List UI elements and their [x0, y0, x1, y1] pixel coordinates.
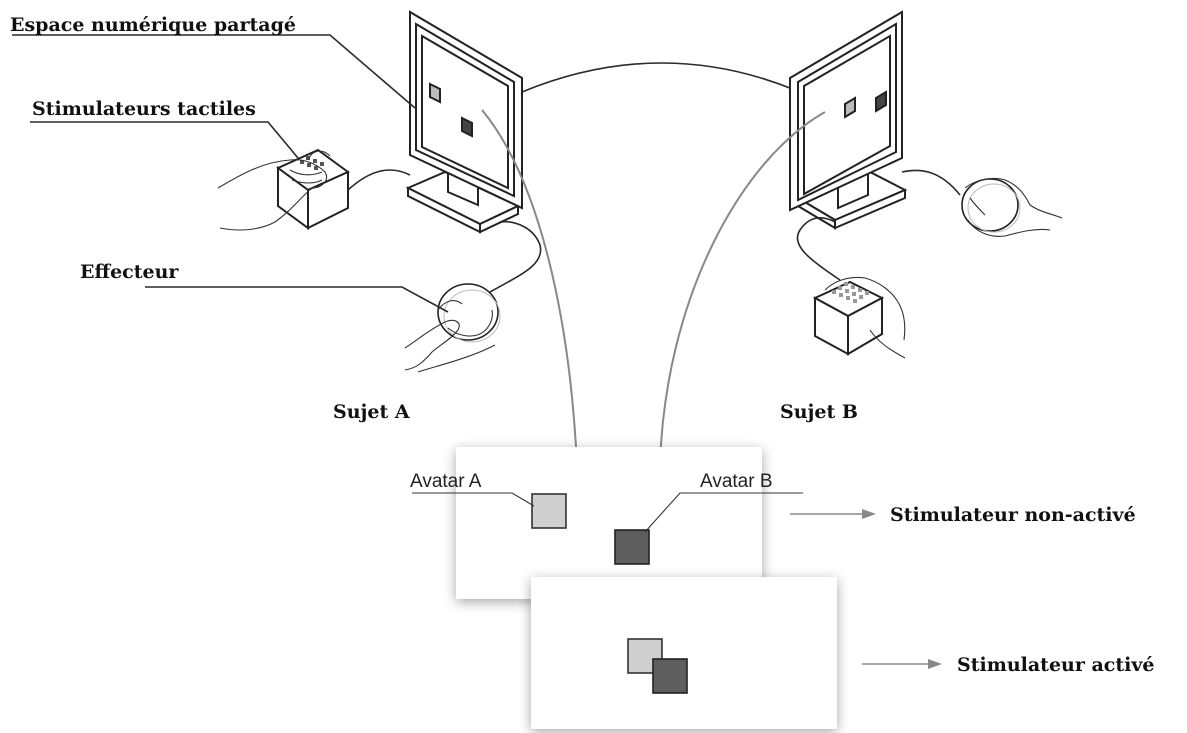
- label-stimulator-inactive: Stimulateur non-activé: [890, 504, 1136, 526]
- screen-b-avatar-b: [875, 90, 887, 113]
- label-effector: Effecteur: [80, 261, 179, 283]
- effector-a: [404, 220, 542, 373]
- leader-shared-space: [12, 34, 416, 109]
- avatar-b-square-overlap: [652, 658, 688, 694]
- effector-b: [901, 169, 1063, 237]
- label-avatar-b: Avatar B: [700, 471, 773, 492]
- screen-a-avatar-a: [429, 82, 441, 104]
- monitor-b: [789, 10, 908, 230]
- arrow-active: [862, 659, 942, 669]
- projection-arrow-b: [653, 111, 826, 468]
- screen-b-avatar-a: [844, 96, 856, 119]
- panel-active: [531, 577, 837, 729]
- arrow-inactive: [790, 509, 876, 519]
- tactile-stimulator-b: [796, 217, 906, 359]
- projection-arrow-a: [481, 109, 584, 468]
- avatar-a-square: [531, 493, 567, 529]
- label-shared-space: Espace numérique partagé: [10, 14, 296, 36]
- label-tactile-stimulators: Stimulateurs tactiles: [32, 98, 256, 120]
- leader-avatar-a: [412, 492, 535, 507]
- monitor-a: [405, 10, 523, 234]
- network-link: [521, 62, 796, 93]
- leader-effector: [145, 286, 449, 313]
- avatar-a-square-overlap: [627, 638, 663, 674]
- label-subject-b: Sujet B: [780, 401, 858, 423]
- tactile-stimulator-a: [217, 148, 411, 231]
- leader-tactile: [30, 121, 299, 159]
- label-avatar-a: Avatar A: [410, 471, 482, 492]
- panel-inactive: [412, 447, 803, 599]
- screen-a-avatar-b: [461, 116, 473, 138]
- label-stimulator-active: Stimulateur activé: [957, 654, 1154, 676]
- label-subject-a: Sujet A: [333, 401, 410, 423]
- avatar-b-square: [614, 529, 650, 565]
- leader-avatar-b: [644, 492, 803, 533]
